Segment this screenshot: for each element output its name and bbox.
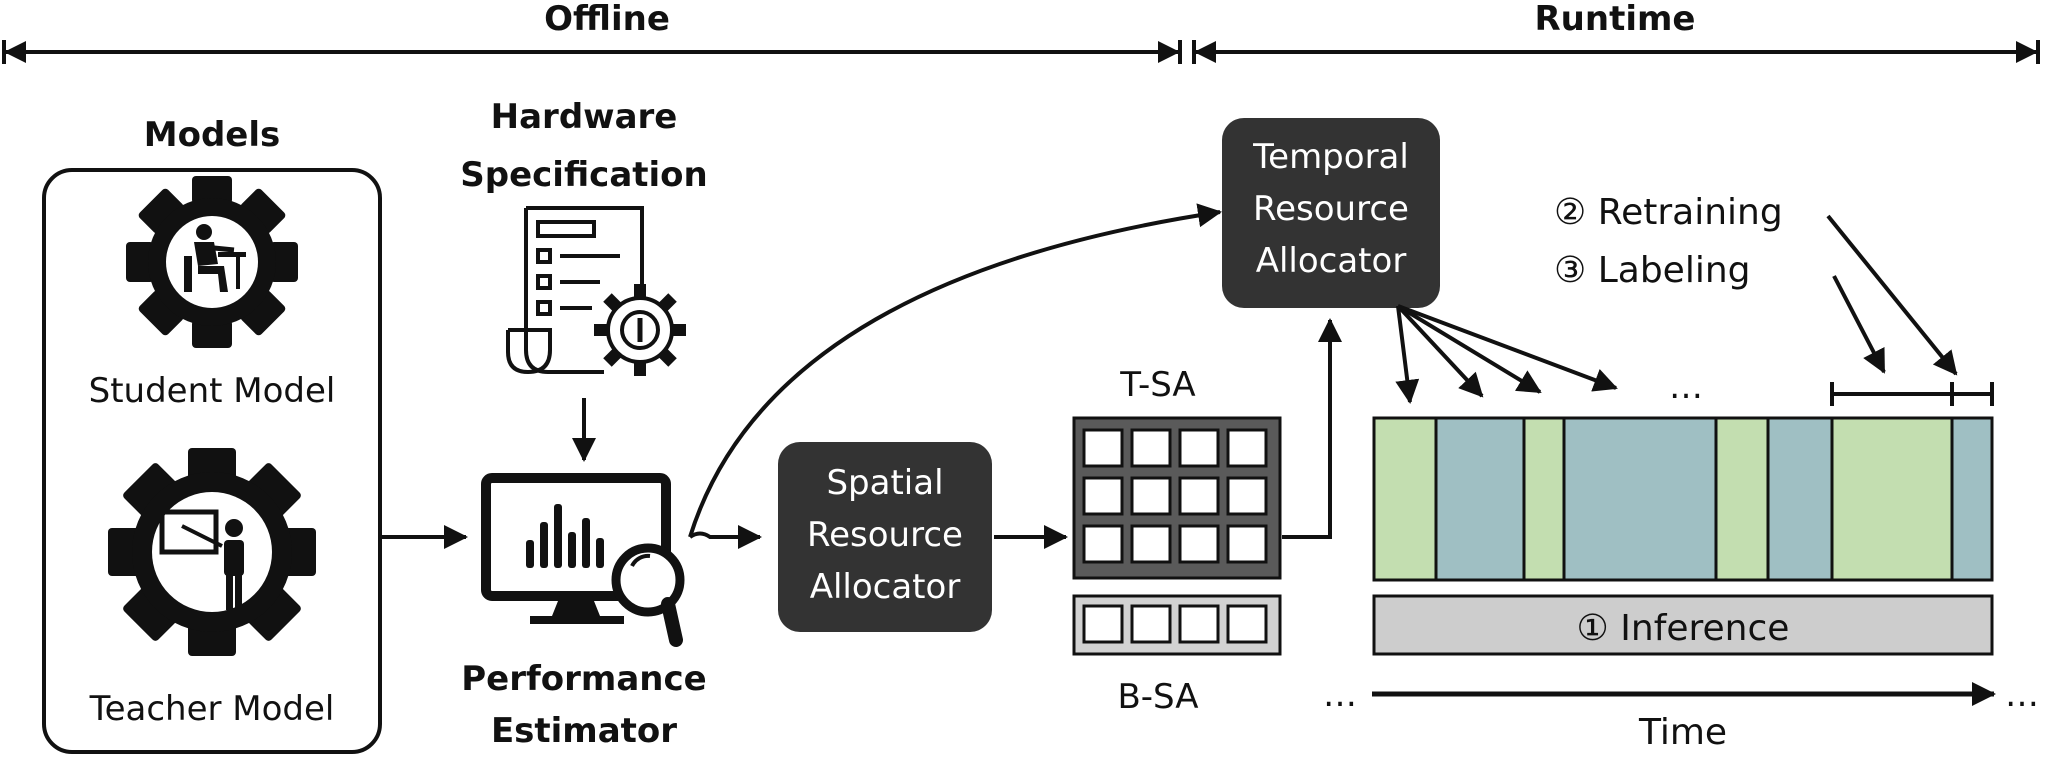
- spatial-line2: Resource: [807, 515, 963, 555]
- arrow-estimator-to-spatial: [688, 525, 762, 549]
- bsa-cell: [1178, 604, 1220, 644]
- interval-bracket: [1830, 382, 1994, 406]
- spatial-allocator-box: [778, 442, 992, 632]
- inference-label: ① Inference: [1577, 608, 1790, 649]
- timeline-block-labeling: [1766, 416, 1834, 582]
- tsa-cell: [1082, 476, 1124, 516]
- bsa-cell: [1130, 604, 1172, 644]
- temporal-allocator-box: [1222, 118, 1440, 308]
- inference-bar: [1372, 594, 1994, 656]
- timeline-block-labeling: [1434, 416, 1526, 582]
- timeline-block-retraining: [1522, 416, 1566, 582]
- tsa-cell: [1130, 476, 1172, 516]
- retraining-label: ② Retraining: [1554, 192, 1783, 233]
- runtime-label: Runtime: [1535, 0, 1696, 39]
- tsa-cell: [1226, 524, 1268, 564]
- arrow-labeling: [1832, 275, 1886, 374]
- temporal-fanout-arrows: [1395, 304, 1618, 404]
- hardware-document-icon: [506, 206, 686, 376]
- timeline-ellipsis-top: …: [1669, 367, 1703, 407]
- arrow-tsa-to-temporal: [1282, 318, 1342, 539]
- teacher-model-icon: [108, 448, 316, 656]
- tsa-cell: [1130, 428, 1172, 468]
- arrow-retraining: [1826, 214, 1958, 376]
- tsa-cell: [1226, 476, 1268, 516]
- bsa-cell: [1082, 604, 1124, 644]
- tsa-cell: [1178, 476, 1220, 516]
- tsa-cell: [1082, 428, 1124, 468]
- spatial-line1: Spatial: [826, 463, 943, 503]
- time-ellipsis-right: …: [2005, 675, 2039, 715]
- tsa-cell: [1178, 524, 1220, 564]
- estimator-title-line1: Performance: [461, 659, 706, 699]
- tsa-label: T-SA: [1119, 365, 1195, 405]
- bsa-cell: [1226, 604, 1268, 644]
- student-model-icon: [126, 176, 298, 348]
- timeline-block-labeling: [1562, 416, 1718, 582]
- bsa-label: B-SA: [1117, 677, 1198, 717]
- tsa-cells: [1082, 428, 1268, 564]
- timeline-block-labeling: [1950, 416, 1994, 582]
- offline-phase-bar: [2, 40, 1182, 64]
- runtime-phase-bar: [1192, 40, 2040, 64]
- spatial-line3: Allocator: [810, 567, 961, 607]
- tsa-cell: [1082, 524, 1124, 564]
- timeline-frame: [1372, 416, 1994, 582]
- tsa-cell: [1226, 428, 1268, 468]
- labeling-label: ③ Labeling: [1554, 250, 1751, 291]
- timeline-blocks: [1372, 416, 1994, 582]
- tsa-cell: [1130, 524, 1172, 564]
- arrow-estimator-to-temporal: [688, 203, 1222, 538]
- time-label: Time: [1638, 712, 1727, 753]
- student-model-label: Student Model: [89, 371, 336, 411]
- offline-label: Offline: [544, 0, 670, 39]
- time-ellipsis-left: …: [1323, 675, 1357, 715]
- tsa-cell: [1178, 428, 1220, 468]
- temporal-line1: Temporal: [1252, 137, 1409, 177]
- hardware-title-line2: Specification: [460, 155, 707, 195]
- timeline-block-retraining: [1830, 416, 1954, 582]
- bsa-cells: [1082, 604, 1268, 644]
- hardware-title-line1: Hardware: [491, 97, 678, 137]
- timeline-block-retraining: [1714, 416, 1770, 582]
- timeline-block-retraining: [1372, 416, 1438, 582]
- performance-estimator-icon: [481, 473, 685, 647]
- temporal-line2: Resource: [1253, 189, 1409, 229]
- teacher-model-label: Teacher Model: [89, 689, 335, 729]
- models-box: [42, 168, 382, 754]
- models-title: Models: [144, 115, 280, 155]
- temporal-line3: Allocator: [1256, 241, 1407, 281]
- estimator-title-line2: Estimator: [491, 711, 677, 751]
